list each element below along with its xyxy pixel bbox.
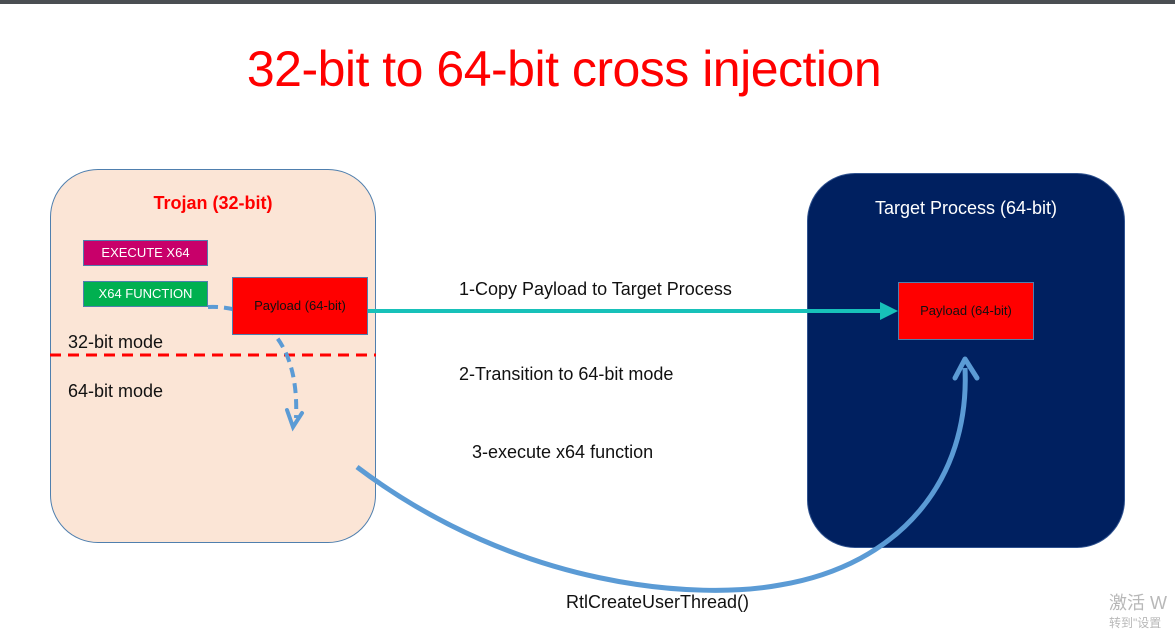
activation-watermark-line2: 转到"设置 — [1109, 616, 1162, 630]
mode-64-label: 64-bit mode — [68, 381, 164, 401]
mode-32-label: 32-bit mode — [68, 332, 164, 352]
execute-x64-block: EXECUTE X64 — [83, 240, 208, 266]
step-1-label: 1-Copy Payload to Target Process — [459, 279, 732, 299]
step-3-label: 3-execute x64 function — [472, 442, 654, 462]
step-2-label: 2-Transition to 64-bit mode — [459, 364, 674, 384]
x64-function-block: X64 FUNCTION — [83, 281, 208, 307]
payload-source-block: Payload (64-bit) — [232, 277, 368, 335]
activation-watermark-line1: 激活 W — [1109, 593, 1167, 613]
slide-title: 32-bit to 64-bit cross injection — [246, 41, 882, 97]
rtl-thread-arrowhead — [952, 356, 980, 381]
payload-target-block: Payload (64-bit) — [898, 282, 1034, 340]
copy-payload-arrowhead — [880, 302, 898, 320]
transition-arrowhead — [285, 408, 304, 432]
api-call-label: RtlCreateUserThread() — [566, 592, 750, 612]
trojan-label: Trojan (32-bit) — [153, 193, 273, 213]
rtl-create-user-thread-arrow — [355, 367, 968, 593]
target-process-label: Target Process (64-bit) — [874, 198, 1058, 218]
window-top-bar — [0, 0, 1175, 4]
